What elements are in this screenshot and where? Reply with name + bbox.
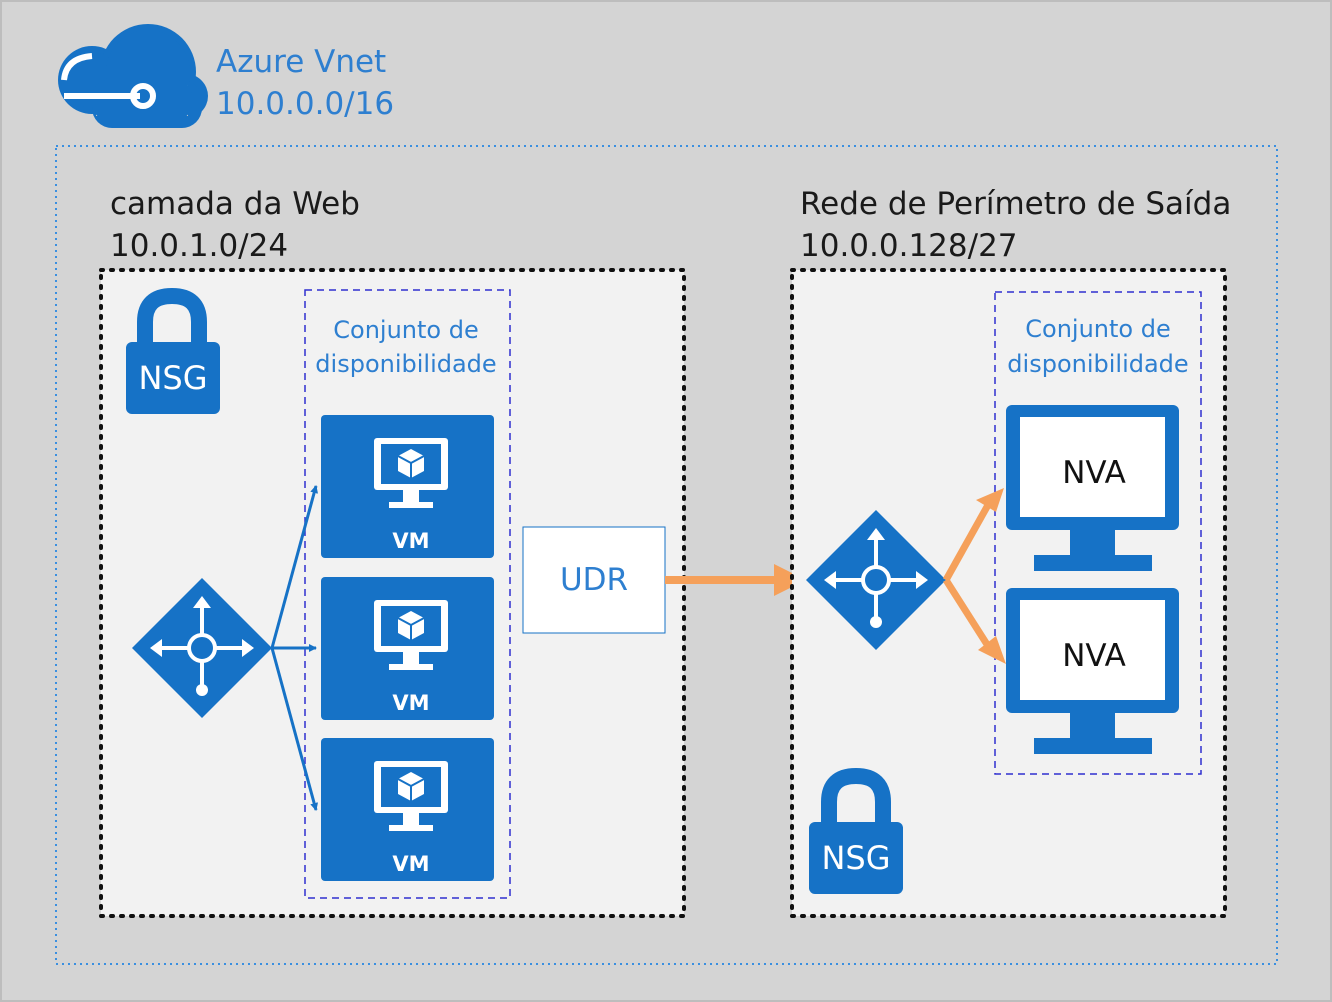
udr-box [522,526,666,634]
vnet-address: 10.0.0.0/16 [216,86,394,122]
vm-label: VM [392,852,429,876]
nva-label: NVA [1062,455,1126,491]
lb-to-nva-arrows [942,488,1006,664]
cloud-network-icon [58,24,208,128]
vnet-name: Azure Vnet [216,44,386,80]
web-load-balancer-icon [132,578,272,718]
vm-tile: VM [321,577,494,720]
web-avset-line1: Conjunto de [333,316,478,344]
vm-label: VM [392,529,429,553]
dmz-name: Rede de Perímetro de Saída [800,186,1231,222]
dmz-nsg-lock-icon: NSG [809,767,903,894]
dmz-avset-line1: Conjunto de [1025,315,1170,343]
dmz-nsg-label: NSG [821,839,890,877]
vm-label: VM [392,691,429,715]
vm-tile: VM [321,415,494,558]
dmz-load-balancer-icon [806,510,946,650]
dmz-availability-set [994,291,1202,775]
dmz-avset-line2: disponibilidade [1007,350,1188,378]
nva-monitor-icon: NVA [1006,588,1179,754]
udr-route-arrow [665,564,806,596]
web-tier-name: camada da Web [110,186,360,222]
nva-label: NVA [1062,638,1126,674]
web-tier-address: 10.0.1.0/24 [110,228,288,264]
nva-monitor-icon: NVA [1006,405,1179,571]
web-availability-set [304,289,511,899]
dmz-address: 10.0.0.128/27 [800,228,1018,264]
lb-to-vm-arrows [270,485,319,811]
web-nsg-lock-icon: NSG [126,287,220,414]
web-avset-line2: disponibilidade [315,350,496,378]
udr-label: UDR [560,562,628,598]
web-nsg-label: NSG [138,359,207,397]
vm-tile: VM [321,738,494,881]
